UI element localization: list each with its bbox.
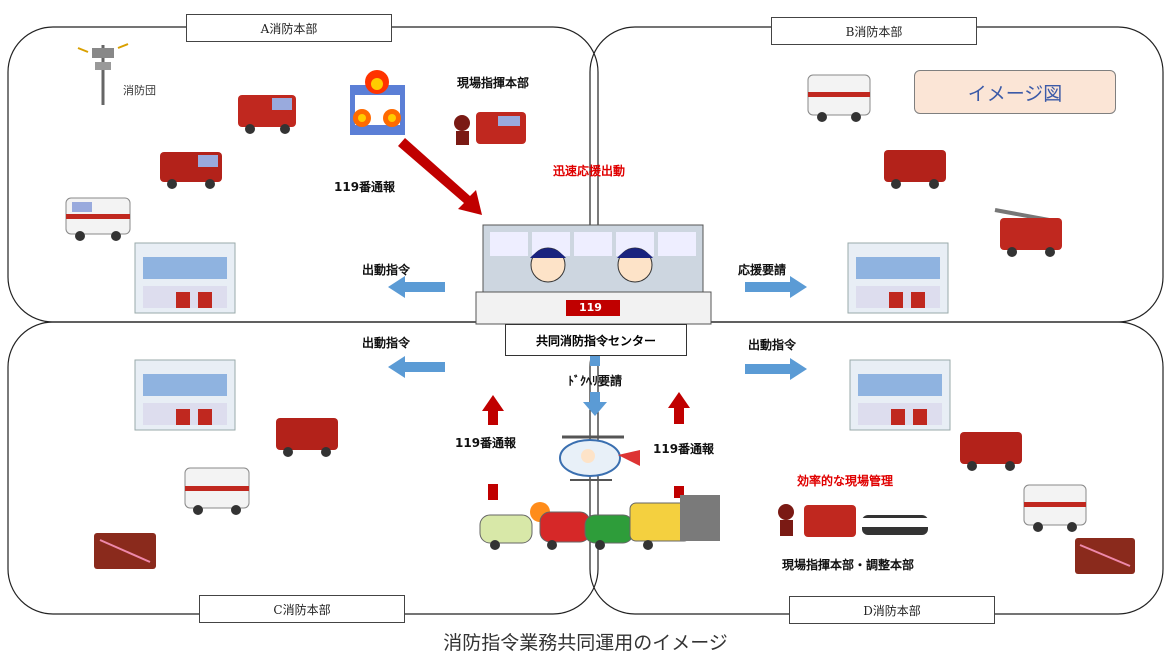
rescue-truck-icon (94, 533, 156, 569)
fire-engine-icon (160, 152, 222, 189)
ambulance-icon (65, 197, 131, 241)
fire-station-icon (849, 359, 951, 431)
caption: 消防指令業務共同運用のイメージ (443, 632, 728, 654)
ladder-truck-icon (994, 208, 1062, 257)
call-119-right-label: 119番通報 (653, 442, 715, 456)
image-note-box: イメージ図 (914, 70, 1116, 114)
call-arrow-right (668, 392, 690, 498)
dispatch-label-c: 出動指令 (362, 336, 411, 350)
fire-station-icon (134, 242, 236, 314)
ambulance-icon (1023, 484, 1087, 532)
efficient-management-label: 効率的な現場管理 (797, 474, 894, 488)
region-c (7, 321, 599, 615)
siren-pole-icon (77, 43, 129, 105)
call-119-left-label: 119番通報 (455, 436, 517, 450)
call-arrow (398, 138, 482, 215)
heli-request-label: ﾄﾞｸﾍﾘ要請 (568, 374, 623, 388)
command-center-icon (475, 224, 712, 325)
rescue-truck-icon (1075, 538, 1135, 574)
hq-label-b: B消防本部 (771, 17, 977, 45)
fire-station-icon (847, 242, 949, 314)
field-command-group-icon (778, 504, 928, 537)
dispatch-arrow-c (388, 356, 445, 378)
dispatch-arrow-a (388, 276, 445, 298)
support-request-label: 応援要請 (738, 263, 787, 277)
call-119-label: 119番通報 (334, 180, 396, 194)
console-119-label: 119 (579, 301, 602, 314)
command-vehicle-icon (454, 112, 526, 145)
burning-house-icon (350, 70, 405, 135)
support-arrow-b (745, 276, 807, 298)
fire-engine-icon (238, 95, 296, 134)
hq-label-d: D消防本部 (789, 596, 995, 624)
heli-request-arrow (583, 356, 607, 416)
fire-engine-icon (884, 150, 946, 189)
fire-station-icon (134, 359, 236, 431)
dispatch-label-d: 出動指令 (748, 338, 797, 352)
hq-label-c: C消防本部 (199, 595, 405, 623)
call-arrow-left (482, 395, 504, 500)
traffic-accident-icon (479, 495, 720, 550)
ambulance-icon (807, 74, 871, 122)
dispatch-label-a: 出動指令 (362, 263, 411, 277)
fire-engine-icon (276, 418, 338, 457)
hq-label-a: A消防本部 (186, 14, 392, 42)
fire-corps-label: 消防団 (123, 84, 156, 97)
field-coordination-label: 現場指揮本部・調整本部 (782, 558, 915, 572)
field-command-label: 現場指揮本部 (457, 76, 530, 90)
helicopter-icon (559, 435, 640, 481)
quick-support-label: 迅速応援出動 (553, 164, 626, 178)
ambulance-icon (184, 467, 250, 515)
dispatch-arrow-d (745, 358, 807, 380)
fire-engine-icon (960, 432, 1022, 471)
command-center-label: 共同消防指令センター (505, 324, 687, 356)
